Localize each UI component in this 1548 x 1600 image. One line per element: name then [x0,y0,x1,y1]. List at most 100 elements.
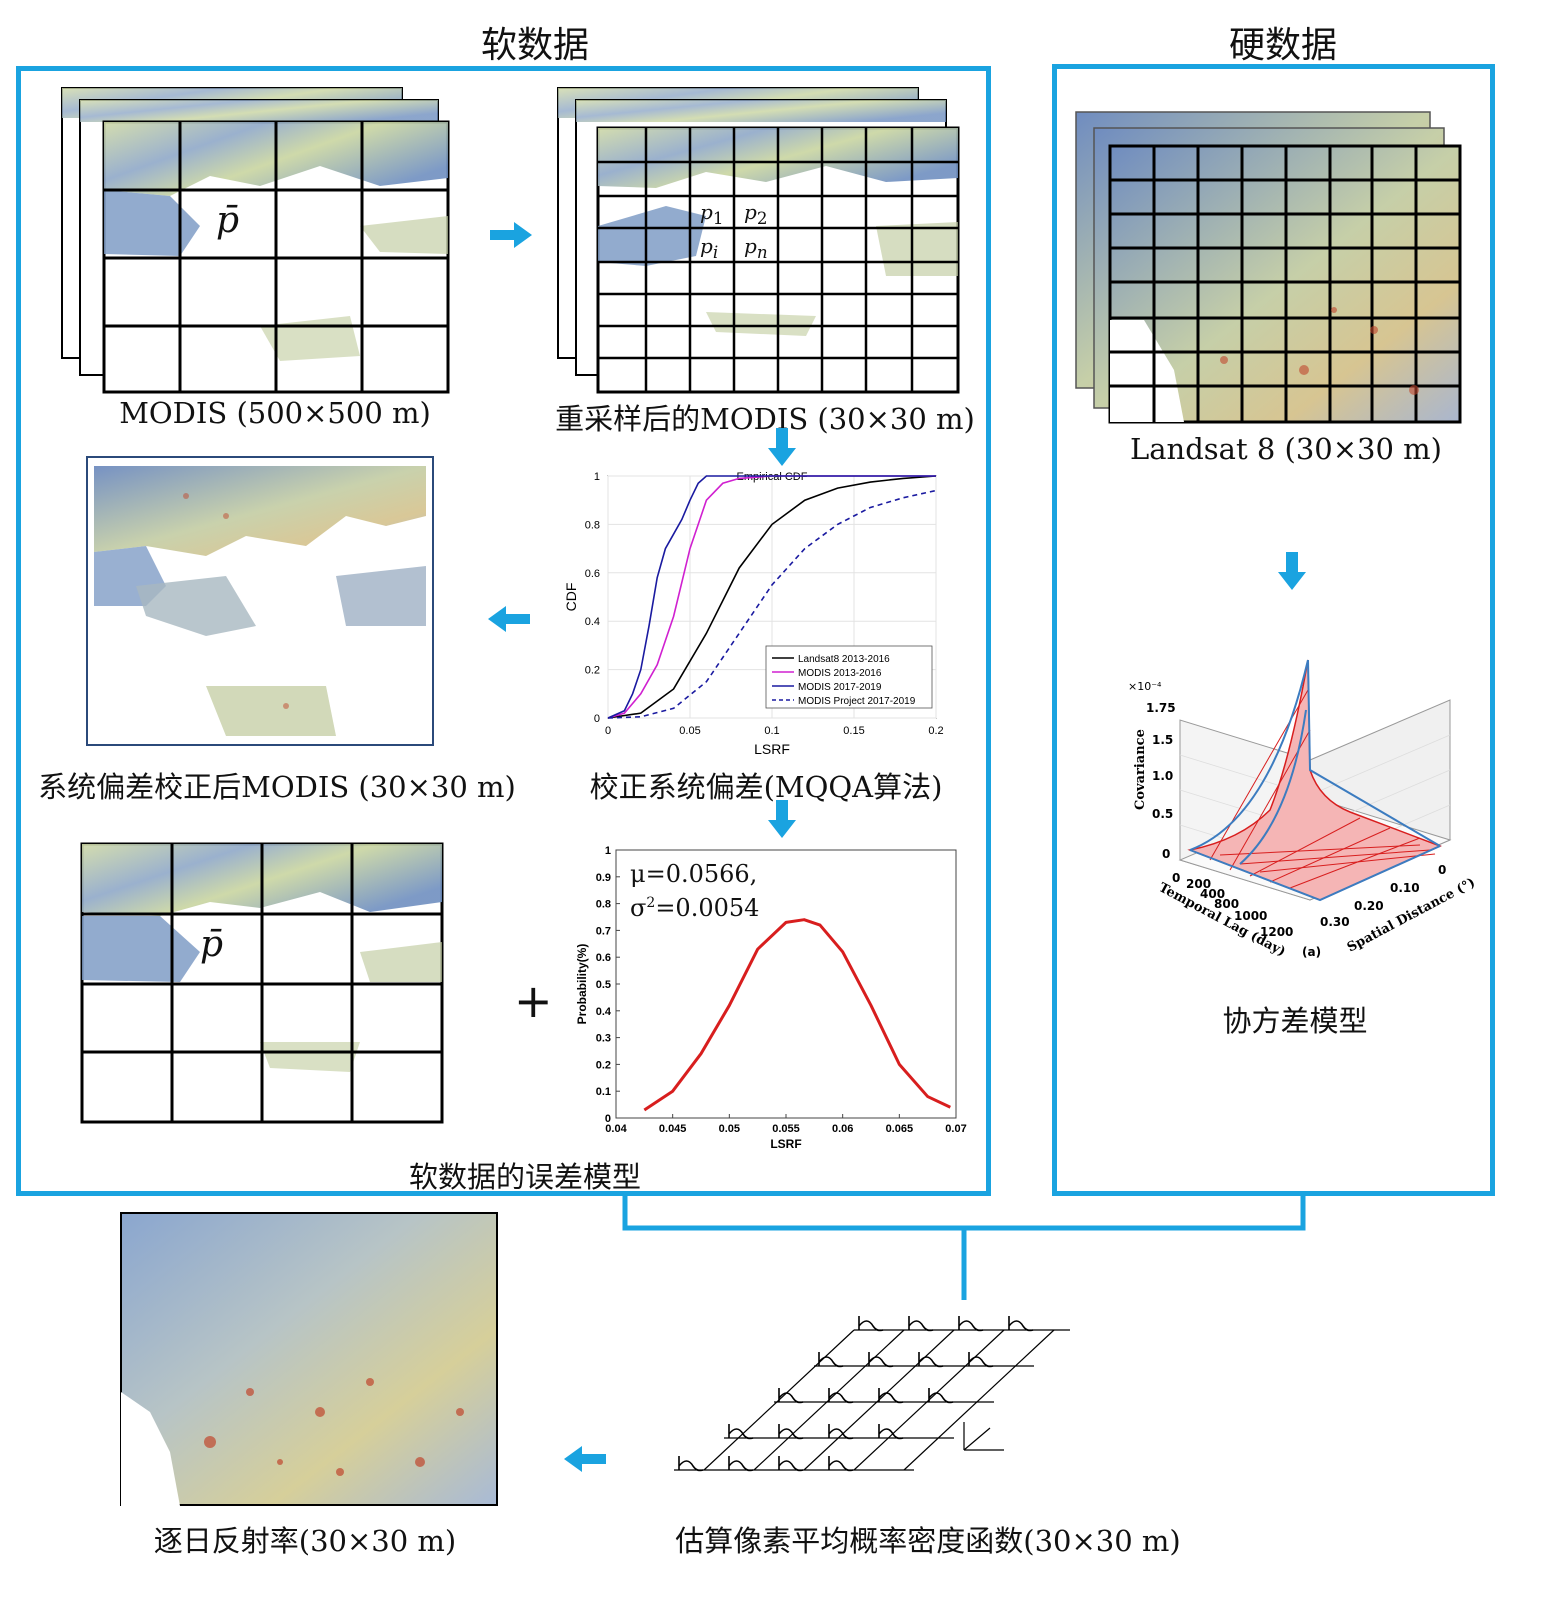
pi-label: pi [700,234,719,262]
legend-label: MODIS 2017-2019 [798,682,882,693]
x-axis-label: LSRF [770,1137,801,1151]
y-tick-label: 0.8 [596,899,611,911]
legend-box [765,645,933,709]
x-tick-label: 0.07 [945,1123,966,1135]
y-tick-label: 0.8 [585,519,600,531]
y-tick-label: 0.5 [596,979,611,991]
y-tick-label: 0 [594,713,600,725]
caption-mqqa: 校正系统偏差(MQQA算法) [589,770,943,804]
panel-label: (a) [1302,945,1321,959]
x-tick: 1200 [1260,925,1293,939]
daily-reflectance-map [120,1212,498,1506]
pn-label: pn [744,234,768,262]
y-tick-label: 0 [605,1113,611,1125]
x-tick: 1000 [1234,909,1267,923]
x-tick-label: 0.2 [928,725,943,737]
x-tick-label: 0.1 [764,725,779,737]
x-tick: 800 [1214,897,1239,911]
arrow-left-icon [488,606,530,632]
arrow-right-icon [490,222,532,248]
y-tick-label: 0.6 [596,952,611,964]
cdf-chart: 0 0.05 0.1 0.15 0.2 0 0.2 0.4 0.6 0.8 1 Empirical C… [563,471,944,757]
x-tick-label: 0.05 [679,725,700,737]
x-tick-label: 0.045 [659,1123,687,1135]
caption-landsat: Landsat 8 (30×30 m) [1130,432,1442,466]
y-axis-label: Probability(%) [575,944,589,1025]
modis-resampled-stack [557,87,960,394]
z-tick: 1.75 [1146,701,1176,715]
x-tick-label: 0.15 [843,725,864,737]
y-tick-label: 0.3 [596,1033,611,1045]
corrected-modis-map [86,456,434,746]
x-tick-label: 0.06 [832,1123,853,1135]
modis-soft-grid [80,842,444,1124]
pdf-chart: 0.04 0.045 0.05 0.055 0.06 0.065 0.07 0 0.1 0.2 0.… [575,845,967,1151]
caption-daily-reflectance: 逐日反射率(30×30 m) [153,1524,457,1558]
z-axis-label: Covariance [1133,729,1148,810]
z-tick: 1.5 [1152,733,1173,747]
p1-label: p1 [700,200,724,228]
covariance-surface-chart: ×10⁻⁴ 1.75 1.5 1.0 0.5 0 0 200 400 800 1… [1128,659,1478,960]
soft-data-frame [16,66,991,1196]
mu-annotation: μ=0.0566, [630,860,758,888]
x-tick-label: 0.065 [886,1123,914,1135]
y-tick-label: 0.1 [596,1086,611,1098]
arrow-left-icon [564,1446,606,1472]
x-tick: 200 [1186,877,1211,891]
legend-label: MODIS 2013-2016 [798,668,882,679]
modis-500m-stack [61,87,450,394]
series-line [607,475,937,719]
y-tick-label: 0.9 [596,872,611,884]
y-tick-label: 0.7 [596,925,611,937]
y-tick: 0.30 [1320,915,1350,929]
caption-modis-resampled: 重采样后的MODIS (30×30 m) [555,402,975,436]
arrow-down-icon [768,428,796,466]
p2-label: p2 [744,200,768,228]
caption-pdf-estimate: 估算像素平均概率密度函数(30×30 m) [675,1524,1181,1558]
x-tick-label: 0.04 [605,1123,627,1135]
legend-label: MODIS Project 2017-2019 [798,696,916,707]
caption-covariance: 协方差模型 [1222,1004,1368,1038]
z-tick: 1.0 [1152,769,1173,783]
x-tick-label: 0 [605,725,611,737]
series-line [607,489,937,719]
y-axis-label: CDF [563,583,579,612]
hard-data-title: 硬数据 [1228,25,1337,66]
legend-label: Landsat8 2013-2016 [798,654,890,665]
x-tick-label: 0.055 [772,1123,800,1135]
caption-error-model: 软数据的误差模型 [408,1160,641,1194]
arrow-down-icon [768,800,796,838]
plot-area [615,849,957,1119]
y-tick-label: 0.4 [585,616,600,628]
z-scale-label: ×10⁻⁴ [1128,680,1162,693]
chart-title: Empirical CDF [737,471,808,483]
arrow-down-icon [1278,552,1306,590]
y-tick-label: 0.2 [585,665,600,677]
z-tick: 0.5 [1152,807,1173,821]
x-tick: 400 [1200,887,1225,901]
series-line [607,475,936,719]
plus-sign: + [514,974,553,1028]
y-tick-label: 0.2 [596,1059,611,1071]
caption-corrected-modis: 系统偏差校正后MODIS (30×30 m) [38,770,516,804]
pbar-label-top: p̄ [216,200,240,241]
z-tick: 0 [1162,847,1170,861]
landsat-stack [1075,111,1462,424]
sigma-annotation: σ2=0.0054 [630,894,760,922]
y-tick-label: 0.6 [585,568,600,580]
y-tick-label: 0.4 [596,1006,612,1018]
x-axis-label: LSRF [754,741,790,757]
pdf-lattice-diagram [674,1316,1070,1472]
x-tick-label: 0.05 [719,1123,740,1135]
caption-modis-500m: MODIS (500×500 m) [119,396,431,430]
series-line [607,475,936,719]
y-tick: 0.10 [1390,881,1420,895]
series-line [643,918,951,1112]
hard-data-frame [1052,64,1495,1196]
x-tick: 0 [1172,871,1180,885]
y-tick: 0.20 [1354,899,1384,913]
y-tick: 0 [1438,863,1446,877]
y-tick-label: 1 [594,471,600,483]
pbar-label-bottom: p̄ [200,924,224,965]
